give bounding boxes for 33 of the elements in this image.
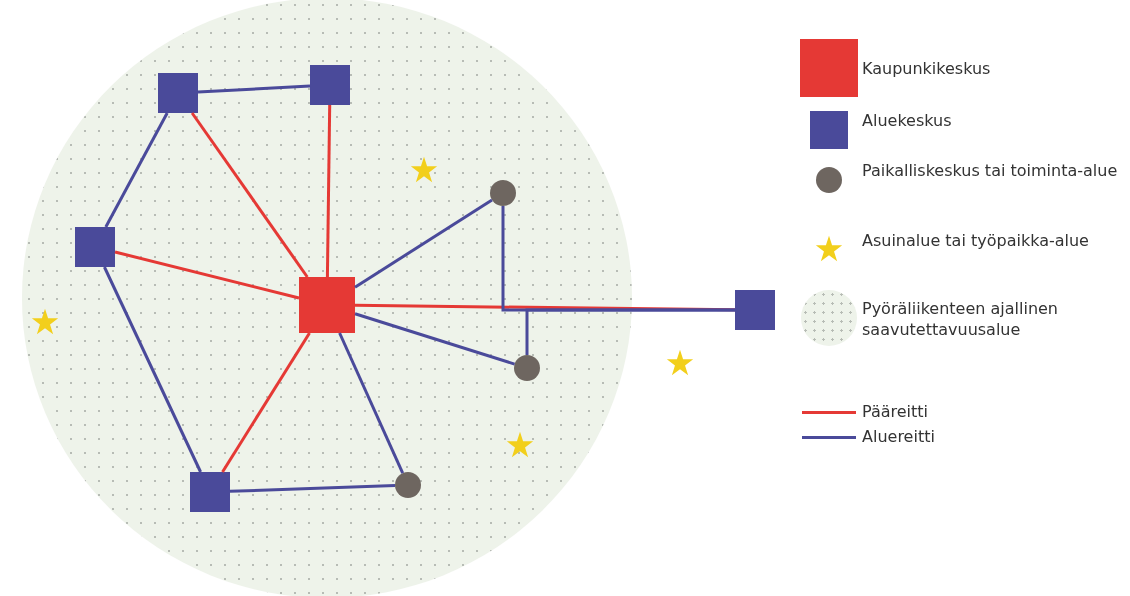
square-marker xyxy=(310,65,350,105)
route-line xyxy=(325,104,332,278)
circle-marker xyxy=(514,355,540,381)
route-line xyxy=(190,112,309,278)
legend-text: Pääreitti xyxy=(862,401,930,422)
route-line xyxy=(103,266,202,473)
legend-text: Aluekeskus xyxy=(862,110,953,131)
star-icon xyxy=(31,308,59,336)
route-line xyxy=(354,312,516,366)
route-line xyxy=(354,198,493,289)
legend-text: Asuinalue tai työpaikka-alue xyxy=(862,230,1090,251)
star-icon xyxy=(666,349,694,377)
square-marker xyxy=(735,290,775,330)
square-marker xyxy=(190,472,230,512)
route-line xyxy=(104,112,169,228)
route-line xyxy=(221,332,311,473)
circle-marker xyxy=(490,180,516,206)
route-line xyxy=(114,250,300,300)
legend-text: Paikalliskeskus tai toiminta-alue xyxy=(862,160,1119,181)
circle-marker xyxy=(395,472,421,498)
route-line xyxy=(229,484,396,493)
star-icon xyxy=(506,431,534,459)
route-line xyxy=(338,332,405,474)
legend-text: Pyöräliikenteen ajallinen saavutettavuusalue xyxy=(862,298,1059,340)
square-marker xyxy=(158,73,198,113)
star-icon xyxy=(410,156,438,184)
route-line xyxy=(355,303,735,312)
square-marker xyxy=(299,277,355,333)
legend-text: Aluereitti xyxy=(862,426,936,447)
legend-text: Kaupunkikeskus xyxy=(862,58,992,79)
square-marker xyxy=(75,227,115,267)
route-line xyxy=(197,84,311,94)
route-line xyxy=(525,308,735,355)
